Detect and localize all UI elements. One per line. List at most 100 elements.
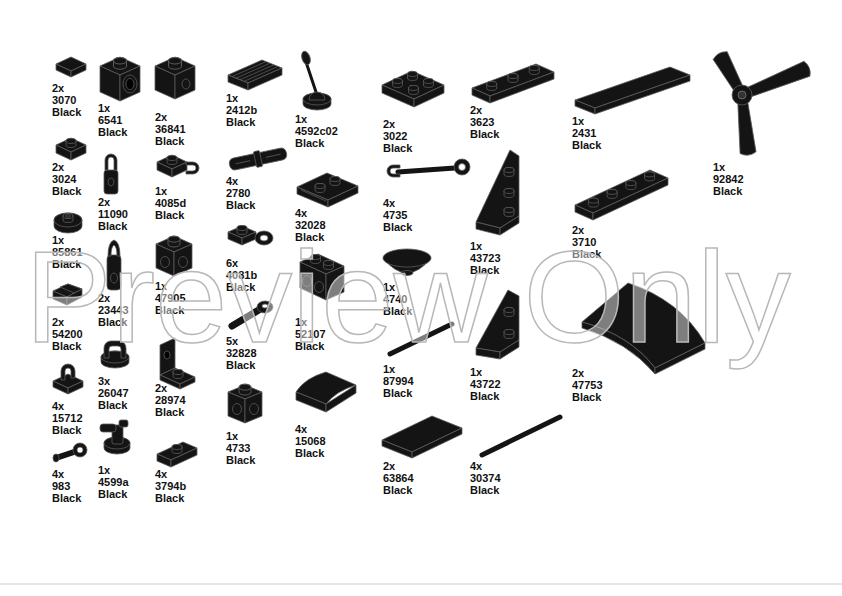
part-number: 26047 <box>98 387 129 399</box>
tap <box>100 420 130 454</box>
plate-2x2 <box>393 79 403 88</box>
tile-1x1 <box>56 57 86 77</box>
color-label: Black <box>713 185 742 197</box>
part-number: 47753 <box>572 379 603 391</box>
brick-with-hole <box>100 66 120 101</box>
part-number: 4592c02 <box>295 125 338 137</box>
plate-1x1 <box>56 138 86 160</box>
curved-slope <box>296 392 326 412</box>
grille-tile <box>244 66 278 81</box>
part-number: 15712 <box>52 412 83 424</box>
color-label: Black <box>572 139 601 151</box>
part-number: 2431 <box>572 127 596 139</box>
curved-slope <box>296 372 356 412</box>
color-label: Black <box>383 142 412 154</box>
part-number: 15068 <box>295 435 326 447</box>
part-number: 30374 <box>470 472 501 484</box>
round-plate <box>63 214 73 223</box>
part-number: 3024 <box>52 173 76 185</box>
color-label: Black <box>226 454 255 466</box>
quantity-label: 2x <box>52 82 64 94</box>
minifig-hand <box>77 447 83 453</box>
plate-1x3 <box>508 74 518 83</box>
bar-with-clip <box>387 165 400 177</box>
tile-1x4 <box>575 67 690 114</box>
quantity-label: 4x <box>470 460 482 472</box>
plate-2x2 <box>382 71 444 107</box>
tile-1x4 <box>575 67 690 108</box>
quantity-label: 4x <box>295 207 307 219</box>
plate-1x4 <box>593 178 668 220</box>
brick-1x1 <box>175 66 195 99</box>
door-rail-plate <box>315 184 325 193</box>
tile-1x3 <box>382 440 412 458</box>
quantity-label: 4x <box>226 175 238 187</box>
door-rail-plate <box>297 173 358 207</box>
minifig-hand <box>73 443 87 457</box>
part-number: 92842 <box>713 173 744 185</box>
propeller <box>746 60 812 99</box>
color-label: Black <box>383 484 412 496</box>
jumper-plate <box>157 442 197 467</box>
bracket <box>180 377 195 389</box>
bar-with-clip <box>454 159 470 175</box>
plate-1x3 <box>529 66 539 75</box>
plate-2x2 <box>409 86 419 95</box>
lever <box>300 50 331 110</box>
round-plate <box>54 213 82 227</box>
brick-with-hole <box>100 57 140 101</box>
quantity-label: 2x <box>383 460 395 472</box>
quantity-label: 2x <box>470 104 482 116</box>
watermark: Preview Only <box>25 232 791 362</box>
part-number: 2780 <box>226 187 250 199</box>
round-plate <box>54 213 82 233</box>
plate-1x3 <box>490 72 554 103</box>
brick-1x1 <box>155 66 175 99</box>
color-label: Black <box>226 116 255 128</box>
brick-1x1 <box>182 79 190 89</box>
quantity-label: 1x <box>383 363 395 375</box>
propeller <box>735 102 756 156</box>
quantity-label: 1x <box>98 464 110 476</box>
part-number: 3623 <box>470 116 494 128</box>
wedge-plate <box>504 208 514 217</box>
brick-with-hole <box>114 58 127 70</box>
color-label: Black <box>98 488 127 500</box>
tile-1x3 <box>412 428 462 458</box>
technic-pin <box>228 147 287 171</box>
part-number: 4735 <box>383 209 407 221</box>
quantity-label: 1x <box>572 115 584 127</box>
brick-four-side-studs <box>228 384 262 423</box>
plate-1x3 <box>472 64 554 103</box>
color-label: Black <box>155 492 184 504</box>
quantity-label: 1x <box>470 366 482 378</box>
color-label: Black <box>98 220 127 232</box>
brick-four-side-studs <box>239 384 251 395</box>
color-label: Black <box>383 387 412 399</box>
brick-1x1 <box>169 58 182 70</box>
color-label: Black <box>295 137 324 149</box>
part-number: 43722 <box>470 378 501 390</box>
brick-1x1 <box>155 57 195 99</box>
tile-with-clip <box>61 364 75 380</box>
door-rail-plate <box>328 186 358 207</box>
part-number: 2412b <box>226 104 257 116</box>
tile-1x3 <box>382 416 462 458</box>
bar-with-clip <box>459 164 466 171</box>
door-rail-plate <box>330 177 340 186</box>
color-label: Black <box>98 399 127 411</box>
plate-1x4 <box>575 205 593 220</box>
color-label: Black <box>470 128 499 140</box>
bar-holder-clip <box>104 154 118 194</box>
quantity-label: 2x <box>155 382 167 394</box>
bar <box>482 417 560 455</box>
technic-pin <box>253 151 262 168</box>
part-number: 11090 <box>98 208 128 220</box>
grille-tile <box>236 63 270 78</box>
grille-tile <box>240 65 274 80</box>
plate-1x3 <box>487 82 497 91</box>
minifig-hand <box>53 443 87 462</box>
grille-tile <box>228 60 282 90</box>
color-label: Black <box>155 406 184 418</box>
